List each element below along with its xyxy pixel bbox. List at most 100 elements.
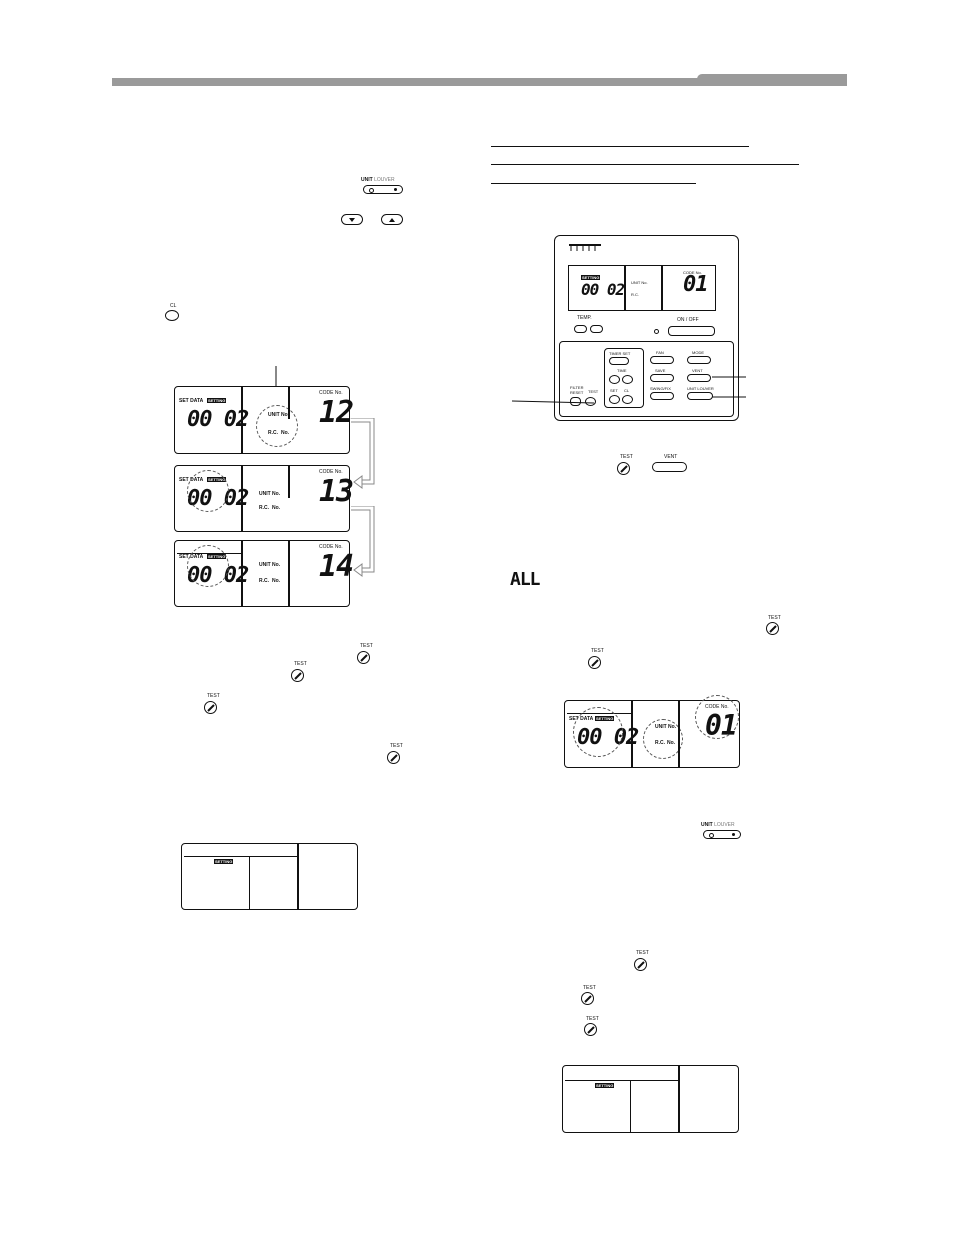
- unit-louver-button[interactable]: [363, 185, 403, 194]
- swing-fix-button[interactable]: [650, 392, 674, 400]
- unit-no-label: UNIT No.: [268, 412, 290, 418]
- test-label: TEST: [390, 743, 403, 749]
- test-button[interactable]: [588, 656, 601, 669]
- test-label: TEST: [583, 985, 596, 991]
- test-button[interactable]: [357, 651, 370, 664]
- mode-button[interactable]: [687, 356, 711, 364]
- time-down-button[interactable]: [609, 375, 620, 384]
- set-data-value: 00 02: [187, 407, 249, 432]
- time-up-button[interactable]: [622, 375, 633, 384]
- test-label: TEST: [588, 389, 599, 394]
- timer-set-button[interactable]: [609, 357, 629, 365]
- rc-label: R.C.: [655, 740, 665, 746]
- on-off-label: ON / OFF: [677, 317, 699, 323]
- rc-label: R.C.: [268, 430, 278, 436]
- rc-label: R.C.: [259, 578, 269, 584]
- save-label: SAVE: [655, 368, 666, 373]
- remote-screen: SETTING 00 02 UNIT No. R.C. CODE No. 01: [568, 265, 716, 311]
- unit-louver-label: UNIT LOUVER: [687, 386, 714, 391]
- header-bar: [112, 74, 847, 86]
- setting-badge: SETTING: [214, 859, 234, 864]
- flow-arrow: [351, 418, 375, 489]
- vent-label: VENT: [692, 368, 703, 373]
- test-label: TEST: [620, 454, 633, 460]
- save-button[interactable]: [650, 374, 674, 382]
- code-no-label: CODE No.: [319, 469, 343, 475]
- test-label: TEST: [294, 661, 307, 667]
- code-value: 13: [319, 474, 354, 509]
- swing-fix-label: SWING/FIX: [650, 386, 671, 391]
- setting-badge: SETTING: [595, 1083, 615, 1088]
- button-panel: FILTER RESET TEST TIMER SET TIME SET CL …: [559, 341, 734, 417]
- all-indicator: ALL: [510, 569, 540, 590]
- fan-label: FAN: [656, 350, 664, 355]
- test-label: TEST: [768, 615, 781, 621]
- signal-window: [569, 238, 601, 251]
- callout-lines: [512, 376, 746, 404]
- test-button[interactable]: [204, 701, 217, 714]
- highlight-circle: [695, 695, 739, 739]
- vent-button[interactable]: [652, 462, 687, 472]
- unit-no-label: UNIT No.: [259, 562, 281, 568]
- mode-label: MODE: [692, 350, 704, 355]
- unit-louver-button[interactable]: [687, 392, 713, 400]
- highlight-circle: [256, 405, 298, 447]
- temp-label: TEMP.: [577, 315, 592, 321]
- no-label: No.: [667, 740, 676, 746]
- test-label: TEST: [360, 643, 373, 649]
- code-no-label: CODE No.: [705, 704, 729, 710]
- test-label: TEST: [586, 1016, 599, 1022]
- test-button[interactable]: [634, 958, 647, 971]
- test-label: TEST: [591, 648, 604, 654]
- setting-badge: SETTING: [581, 275, 601, 280]
- temp-up-button[interactable]: [381, 214, 403, 225]
- indicator-lamp: [654, 329, 659, 334]
- cl-button[interactable]: [165, 310, 179, 321]
- flow-arrow: [351, 506, 375, 577]
- code-value: 01: [705, 709, 738, 742]
- unit-no-label: UNIT No.: [259, 491, 281, 497]
- filter-reset-label: FILTER RESET: [570, 385, 584, 395]
- code-no-label: CODE No.: [319, 544, 343, 550]
- test-button[interactable]: [584, 1023, 597, 1036]
- rc-label: R.C.: [631, 292, 639, 297]
- test-button[interactable]: [585, 397, 596, 406]
- code-value: 12: [319, 395, 354, 430]
- no-label: No.: [272, 505, 281, 511]
- test-button[interactable]: [581, 992, 594, 1005]
- unit-no-label: UNIT No.: [655, 724, 677, 730]
- lcd-panel-blank: SETTING: [181, 843, 358, 910]
- highlight-circle: [187, 470, 229, 512]
- no-label: No.: [272, 578, 281, 584]
- fan-button[interactable]: [650, 356, 674, 364]
- test-button[interactable]: [766, 622, 779, 635]
- lcd-panel-code-14: SET DATA SETTING 00 02 UNIT No. R.C. No.…: [174, 540, 354, 607]
- setting-badge: SETTING: [207, 398, 227, 403]
- temp-up-button[interactable]: [590, 325, 603, 333]
- unit-no-label: UNIT No.: [631, 280, 648, 285]
- timer-group: TIMER SET TIME SET CL: [604, 348, 644, 408]
- set-button[interactable]: [609, 395, 620, 404]
- test-button[interactable]: [387, 751, 400, 764]
- code-value: 01: [683, 272, 708, 297]
- on-off-button[interactable]: [668, 326, 715, 336]
- lcd-panel-code-01: SET DATA SETTING 00 02 UNIT No. R.C. No.…: [564, 695, 740, 768]
- set-data-value: 00 02: [581, 280, 625, 299]
- time-label: TIME: [617, 368, 627, 373]
- heading-underline: [491, 146, 749, 147]
- cl-button[interactable]: [622, 395, 633, 404]
- unit-louver-button[interactable]: [703, 830, 741, 839]
- highlight-circle: [573, 707, 623, 757]
- vent-button[interactable]: [687, 374, 711, 382]
- temp-down-button[interactable]: [574, 325, 587, 333]
- no-label: No.: [281, 430, 290, 436]
- highlight-circle: [643, 719, 683, 759]
- vent-label: VENT: [664, 454, 678, 460]
- test-button[interactable]: [291, 669, 304, 682]
- unit-label: UNIT LOUVER: [361, 177, 395, 183]
- heading-underline: [491, 183, 696, 184]
- test-button[interactable]: [617, 462, 630, 475]
- filter-reset-button[interactable]: [570, 397, 581, 406]
- heading-underline: [491, 164, 799, 165]
- temp-down-button[interactable]: [341, 214, 363, 225]
